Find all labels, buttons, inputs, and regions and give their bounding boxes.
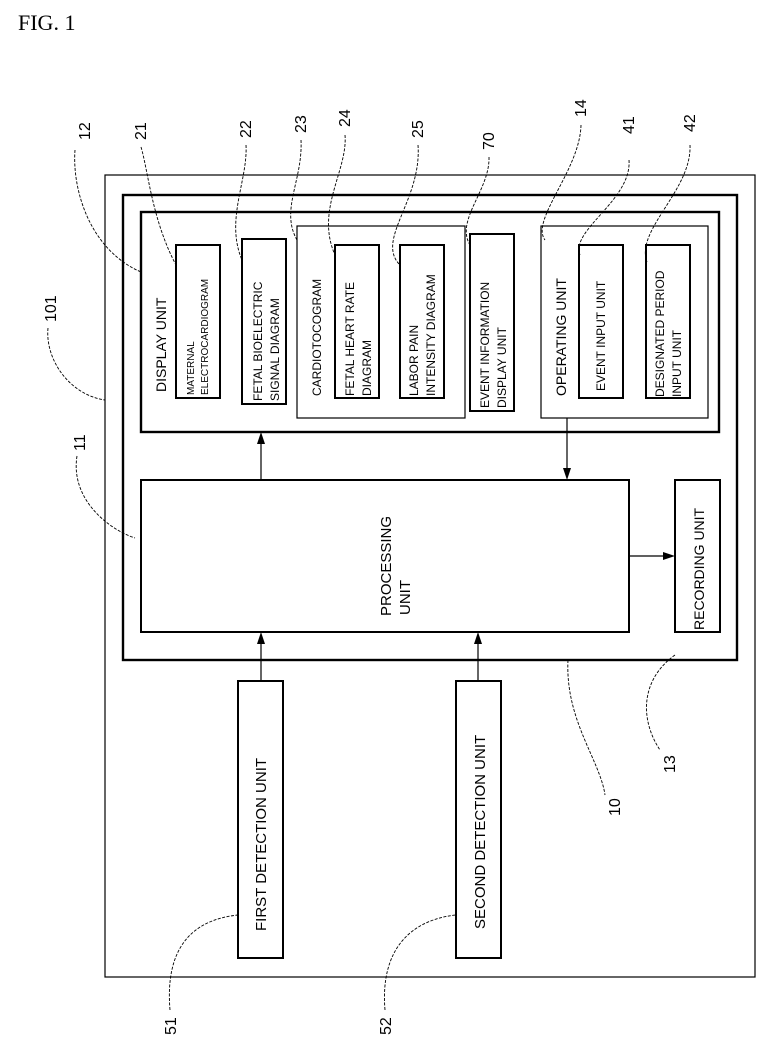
- event-input-line1: EVENT INPUT UNIT: [594, 280, 608, 391]
- recording-unit-label: RECORDING UNIT: [691, 507, 707, 630]
- fetal-bioelectric-line1: FETAL BIOELECTRIC: [251, 281, 265, 401]
- processing-to-recording-arrow: [663, 552, 675, 560]
- designated-period-line2: INPUT UNIT: [670, 329, 684, 397]
- fetal-heart-rate-line1: FETAL HEART RATE: [343, 282, 357, 396]
- ref-42: 42: [682, 114, 699, 132]
- ref-51: 51: [163, 1017, 180, 1035]
- fetal-heart-rate-line2: DIAGRAM: [360, 340, 374, 396]
- ref-52: 52: [378, 1017, 395, 1035]
- ref-21: 21: [133, 122, 150, 140]
- processing-to-display-arrow: [257, 432, 265, 444]
- cardiotocogram-label: CARDIOTOCOGRAM: [310, 279, 324, 396]
- leader-12: [75, 150, 141, 272]
- operating-unit-label: OPERATING UNIT: [553, 278, 569, 396]
- processing-unit-line2: UNIT: [397, 580, 414, 615]
- event-info-line2: DISPLAY UNIT: [495, 326, 509, 408]
- fetal-bioelectric-line2: SIGNAL DIAGRAM: [268, 298, 282, 401]
- ref-13: 13: [662, 755, 679, 773]
- designated-period-line1: DESIGNATED PERIOD: [653, 270, 667, 397]
- ref-22: 22: [238, 120, 255, 138]
- leader-70: [466, 157, 489, 245]
- operating-to-processing-arrow: [563, 468, 571, 480]
- leader-41: [579, 160, 629, 255]
- leader-10: [568, 660, 605, 795]
- maternal-ecg-box: [176, 245, 220, 398]
- figure-title: FIG. 1: [18, 10, 75, 35]
- event-info-line1: EVENT INFORMATION: [478, 282, 492, 408]
- leader-14: [542, 125, 581, 240]
- ref-41: 41: [621, 116, 638, 134]
- leader-51: [169, 915, 238, 1010]
- second-detection-label: SECOND DETECTION UNIT: [472, 735, 489, 929]
- first-detection-arrow: [257, 632, 265, 644]
- labor-pain-line2: INTENSITY DIAGRAM: [424, 274, 438, 396]
- display-unit-label: DISPLAY UNIT: [153, 297, 169, 392]
- ref-14: 14: [573, 99, 590, 117]
- ref-10: 10: [607, 798, 624, 816]
- ref-25: 25: [410, 120, 427, 138]
- ref-101: 101: [43, 295, 60, 322]
- second-detection-arrow: [474, 632, 482, 644]
- ref-24: 24: [337, 109, 354, 127]
- ref-70: 70: [481, 132, 498, 150]
- maternal-ecg-line2: ELECTROCARDIOGRAM: [200, 279, 211, 395]
- processing-unit-line1: PROCESSING: [378, 516, 395, 616]
- ref-12: 12: [77, 122, 94, 140]
- leader-13: [646, 655, 675, 750]
- leader-23: [291, 140, 301, 240]
- first-detection-label: FIRST DETECTION UNIT: [253, 758, 270, 931]
- ref-11: 11: [72, 434, 89, 451]
- leader-21: [141, 147, 176, 265]
- leader-101: [48, 328, 105, 400]
- labor-pain-line1: LABOR PAIN: [407, 325, 421, 396]
- ref-23: 23: [293, 115, 310, 133]
- maternal-ecg-line1: MATERNAL: [186, 341, 197, 395]
- leader-52: [384, 915, 456, 1010]
